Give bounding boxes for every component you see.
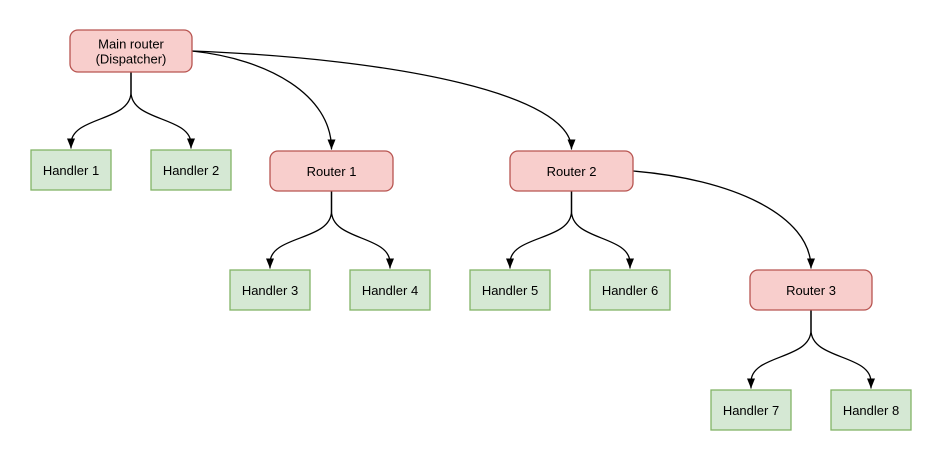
node-handler3: Handler 3: [229, 269, 311, 311]
node-handler6-shape: [589, 269, 671, 311]
node-router3-shape: [749, 269, 873, 311]
node-main-label: Main router(Dispatcher): [96, 36, 167, 66]
node-router2-label: Router 2: [547, 164, 597, 179]
edge-main-handler1: [67, 71, 132, 149]
edge-router2-handler6: [570, 190, 634, 269]
node-handler5-label: Handler 5: [482, 283, 538, 298]
node-handler5: Handler 5: [469, 269, 551, 311]
edge-router3-handler8: [810, 309, 875, 389]
node-router3: Router 3: [749, 269, 873, 311]
node-handler5-shape: [469, 269, 551, 311]
node-router1: Router 1: [269, 150, 394, 192]
edge-router1-handler4: [330, 190, 394, 269]
edge-router1-handler3: [266, 190, 333, 269]
node-handler7: Handler 7: [710, 389, 792, 431]
node-handler8-shape: [830, 389, 912, 431]
node-handler2: Handler 2: [150, 149, 232, 191]
node-handler6-label: Handler 6: [602, 283, 658, 298]
edge-main-router2: [191, 50, 576, 150]
node-handler2-shape: [150, 149, 232, 191]
node-router1-label: Router 1: [307, 164, 357, 179]
node-handler2-label: Handler 2: [163, 163, 219, 178]
nodes-layer: Main router(Dispatcher) Handler 1 Handler …: [30, 29, 912, 431]
node-handler4: Handler 4: [349, 269, 431, 311]
node-router2: Router 2: [509, 150, 634, 192]
node-handler7-label: Handler 7: [723, 403, 779, 418]
node-main: Main router(Dispatcher): [69, 29, 193, 73]
edge-router2-handler5: [506, 190, 573, 269]
node-main-shape: [69, 29, 193, 73]
edges-layer: [67, 50, 875, 389]
node-handler8-label: Handler 8: [843, 403, 899, 418]
edge-main-router1: [191, 50, 336, 150]
node-handler1: Handler 1: [30, 149, 112, 191]
node-handler4-shape: [349, 269, 431, 311]
node-router2-shape: [509, 150, 634, 192]
edge-main-handler2: [130, 71, 195, 149]
node-handler4-label: Handler 4: [362, 283, 418, 298]
node-handler3-shape: [229, 269, 311, 311]
node-handler7-shape: [710, 389, 792, 431]
node-handler6: Handler 6: [589, 269, 671, 311]
node-handler1-label: Handler 1: [43, 163, 99, 178]
node-handler8: Handler 8: [830, 389, 912, 431]
node-handler1-shape: [30, 149, 112, 191]
node-router1-shape: [269, 150, 394, 192]
node-handler3-label: Handler 3: [242, 283, 298, 298]
node-router3-label: Router 3: [786, 283, 836, 298]
edge-router3-handler7: [747, 309, 812, 389]
edge-router2-router3: [632, 170, 815, 269]
